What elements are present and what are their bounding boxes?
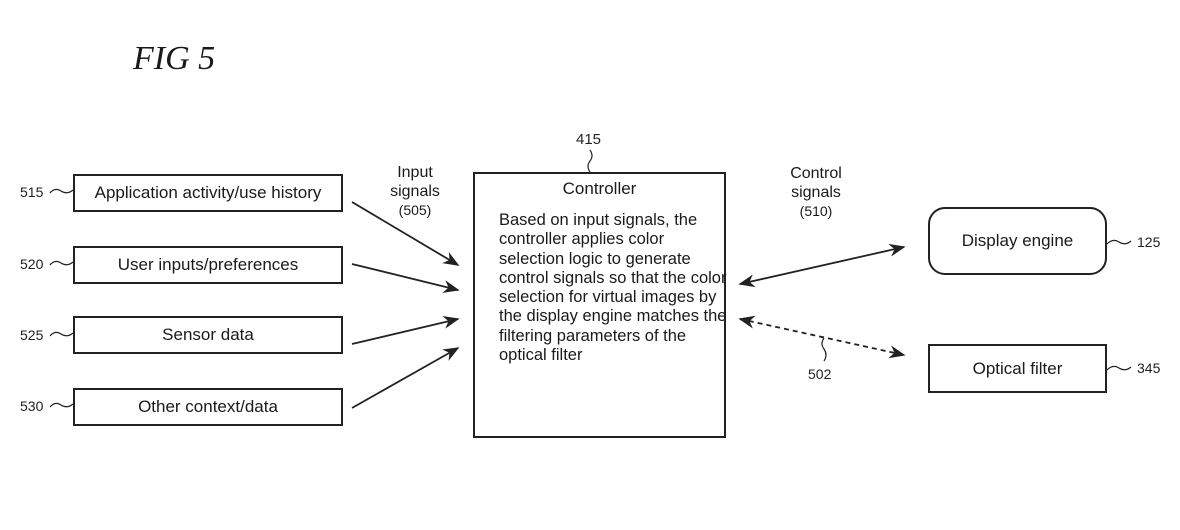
control-arrow-display-engine <box>738 243 906 288</box>
leader-525 <box>49 331 74 337</box>
optical-filter-ref: 345 <box>1137 360 1161 376</box>
control-signals-line2: signals <box>791 184 841 201</box>
input-box-application-activity: Application activity/use history <box>73 174 343 212</box>
input-arrow-525 <box>351 316 460 345</box>
control-signals-label: Control signals (510) <box>778 164 854 221</box>
controller-box: Controller Based on input signals, the c… <box>473 172 726 438</box>
leader-520 <box>49 260 74 266</box>
controller-description: Based on input signals, the controller a… <box>499 211 727 365</box>
input-signals-line1: Input <box>397 164 433 181</box>
leader-530 <box>49 402 74 408</box>
input-box-other-context: Other context/data <box>73 388 343 426</box>
optical-filter-box <box>928 344 1107 393</box>
input-ref-515: 515 <box>20 184 44 200</box>
leader-415 <box>587 149 593 173</box>
input-arrow-520 <box>351 263 460 293</box>
control-arrow-optical-filter <box>738 315 906 359</box>
leader-515 <box>49 188 74 194</box>
input-arrow-530 <box>351 347 460 409</box>
figure-title: FIG 5 <box>133 40 216 77</box>
input-ref-530: 530 <box>20 398 44 414</box>
input-arrow-515 <box>351 201 460 266</box>
input-signals-ref: (505) <box>398 202 432 218</box>
display-engine-box <box>928 207 1107 275</box>
input-box-sensor-data: Sensor data <box>73 316 343 354</box>
controller-title: Controller <box>562 179 637 198</box>
leader-345 <box>1106 365 1132 371</box>
control-signals-line1: Control <box>790 165 842 182</box>
input-signals-label: Input signals (505) <box>380 163 450 220</box>
input-ref-520: 520 <box>20 256 44 272</box>
display-engine-label: Display engine <box>961 231 1074 250</box>
input-box-user-inputs: User inputs/preferences <box>73 246 343 284</box>
input-ref-525: 525 <box>20 327 44 343</box>
leader-502 <box>821 337 827 362</box>
controller-ref: 415 <box>576 131 602 148</box>
leader-125 <box>1106 239 1132 245</box>
display-engine-ref: 125 <box>1137 234 1161 250</box>
dashed-link-ref: 502 <box>808 366 832 382</box>
optical-filter-label: Optical filter <box>972 358 1063 378</box>
control-signals-ref: (510) <box>799 203 833 219</box>
input-signals-line2: signals <box>390 183 440 200</box>
